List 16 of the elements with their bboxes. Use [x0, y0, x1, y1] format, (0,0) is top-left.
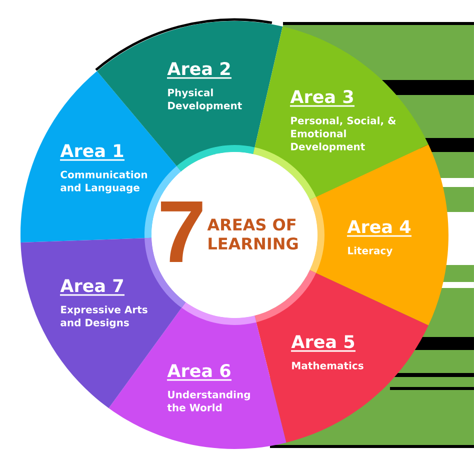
area-heading: Area 6 [167, 364, 232, 381]
area-description: Expressive Arts and Designs [60, 306, 148, 328]
area-heading: Area 2 [167, 62, 232, 79]
area-description: Understanding the World [167, 390, 250, 412]
area-heading: Area 7 [60, 279, 125, 296]
big-numeral: 7 [160, 201, 202, 262]
area-description: Communication and Language [60, 170, 147, 194]
area-description: Personal, Social, & Emotional Development [291, 116, 396, 152]
area-heading: Area 4 [347, 220, 412, 237]
center-title: AREAS OF LEARNING [207, 218, 298, 250]
area-description: Literacy [348, 246, 392, 256]
area-heading: Area 1 [60, 144, 125, 161]
area-description: Physical Development [168, 88, 242, 112]
area-description: Mathematics [292, 362, 364, 370]
area-heading: Area 5 [291, 335, 356, 352]
area-heading: Area 3 [290, 90, 354, 107]
